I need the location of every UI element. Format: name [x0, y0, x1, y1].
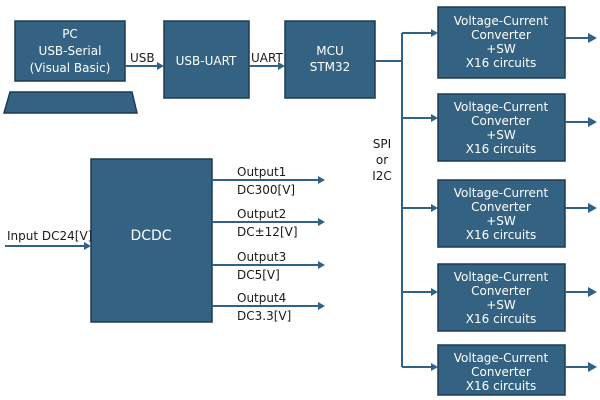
- arrowhead-icon: [431, 288, 438, 296]
- arrowhead-icon: [431, 29, 438, 37]
- output-arrow-icon: [588, 287, 597, 297]
- output-arrow-icon: [588, 362, 597, 372]
- converter-block-2: Voltage-Current Converter +SW X16 circui…: [402, 93, 597, 162]
- output-4-value: DC3.3[V]: [237, 309, 291, 323]
- converter-1-line1: Voltage-Current: [454, 14, 549, 28]
- uart-arrowhead-icon: [278, 62, 285, 70]
- output-1-name: Output1: [237, 165, 286, 179]
- arrowhead-icon: [318, 261, 325, 269]
- pc-label-line2: USB-Serial: [39, 44, 102, 58]
- dcdc-label: DCDC: [130, 228, 171, 244]
- bus-label-line1: SPI: [373, 137, 391, 151]
- output-2-name: Output2: [237, 207, 286, 221]
- dcdc-output-2: Output2 DC±12[V]: [212, 207, 325, 239]
- uart-label: UART: [251, 51, 283, 65]
- arrowhead-icon: [431, 363, 438, 371]
- mcu-label-line1: MCU: [316, 44, 344, 58]
- converter-1-line2: Converter: [471, 28, 531, 42]
- output-4-name: Output4: [237, 291, 286, 305]
- output-1-value: DC300[V]: [237, 183, 295, 197]
- converter-block-3: Voltage-Current Converter +SW X16 circui…: [402, 179, 597, 248]
- dcdc-output-1: Output1 DC300[V]: [212, 165, 325, 197]
- converter-block-4: Voltage-Current Converter +SW X16 circui…: [402, 263, 597, 332]
- mcu-label-line2: STM32: [310, 60, 351, 74]
- converter-2-line1: Voltage-Current: [454, 100, 549, 114]
- pc-block: PC USB-Serial (Visual Basic): [14, 20, 126, 82]
- arrowhead-icon: [431, 204, 438, 212]
- converter-2-line4: X16 circuits: [466, 142, 536, 156]
- converter-4-line4: X16 circuits: [466, 312, 536, 326]
- input-arrowhead-icon: [84, 242, 91, 250]
- converter-1-line3: +SW: [486, 42, 516, 56]
- converter-5-line2: Converter: [471, 365, 531, 379]
- converter-3-line1: Voltage-Current: [454, 186, 549, 200]
- dcdc-output-3: Output3 DC5[V]: [212, 250, 325, 282]
- output-arrow-icon: [588, 203, 597, 213]
- arrowhead-icon: [318, 218, 325, 226]
- arrowhead-icon: [431, 114, 438, 122]
- converter-block-1: Voltage-Current Converter +SW X16 circui…: [402, 6, 597, 79]
- converter-2-line2: Converter: [471, 114, 531, 128]
- converter-4-line1: Voltage-Current: [454, 270, 549, 284]
- converter-5-line1: Voltage-Current: [454, 351, 549, 365]
- bus-label-line3: I2C: [372, 169, 392, 183]
- output-3-value: DC5[V]: [237, 268, 280, 282]
- arrowhead-icon: [318, 176, 325, 184]
- output-3-name: Output3: [237, 250, 286, 264]
- pc-label-line1: PC: [62, 27, 78, 41]
- usb-uart-label: USB-UART: [176, 54, 237, 68]
- converter-block-5: Voltage-Current Converter X16 circuits: [402, 344, 597, 396]
- dcdc-output-4: Output4 DC3.3[V]: [212, 291, 325, 323]
- converter-3-line4: X16 circuits: [466, 228, 536, 242]
- usb-label: USB: [130, 51, 155, 65]
- arrowhead-icon: [318, 302, 325, 310]
- converter-4-line2: Converter: [471, 284, 531, 298]
- converter-3-line3: +SW: [486, 214, 516, 228]
- converter-5-line3: X16 circuits: [466, 379, 536, 393]
- converter-1-line4: X16 circuits: [466, 56, 536, 70]
- dcdc-block: DCDC: [90, 158, 213, 323]
- pc-label-line3: (Visual Basic): [30, 61, 111, 75]
- output-arrow-icon: [588, 33, 597, 43]
- usb-arrowhead-icon: [157, 62, 164, 70]
- converter-2-line3: +SW: [486, 128, 516, 142]
- keyboard-icon: [3, 91, 138, 114]
- bus-label-line2: or: [376, 153, 388, 167]
- converter-4-line3: +SW: [486, 298, 516, 312]
- usb-uart-block: USB-UART: [163, 20, 250, 99]
- converter-3-line2: Converter: [471, 200, 531, 214]
- output-arrow-icon: [588, 117, 597, 127]
- output-2-value: DC±12[V]: [237, 225, 298, 239]
- dcdc-input-label: Input DC24[V]: [7, 229, 92, 243]
- mcu-block: MCU STM32: [284, 20, 376, 99]
